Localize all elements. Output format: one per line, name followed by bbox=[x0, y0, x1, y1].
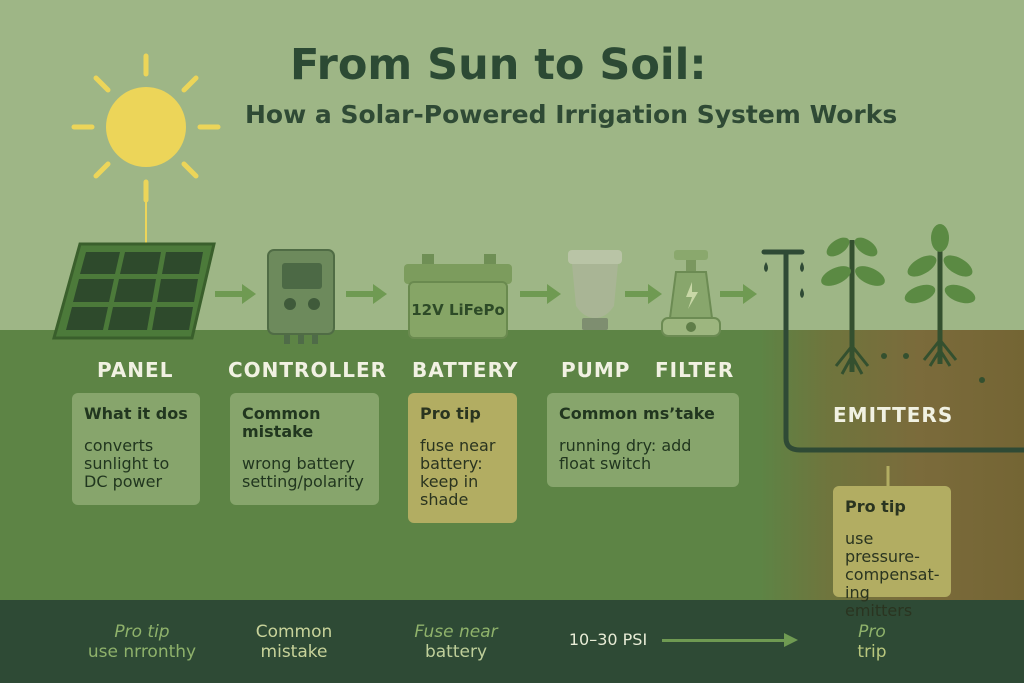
footer-bar bbox=[0, 600, 1024, 683]
plant-icon-right bbox=[904, 224, 976, 367]
card-controller-head: Common mistake bbox=[242, 404, 321, 441]
footer-item-3-top: Fuse near bbox=[414, 622, 498, 642]
flow-arrows bbox=[215, 284, 757, 304]
drip-line-icon bbox=[761, 249, 1024, 453]
footer-item-2-top: Common bbox=[255, 622, 333, 642]
battery-icon: 12V LiFePo bbox=[404, 254, 512, 339]
page-subtitle: How a Solar-Powered Irrigation System Wo… bbox=[245, 100, 898, 129]
card-controller: Common mistake wrong battery setting/pol… bbox=[230, 393, 379, 505]
card-battery-body: fuse near battery: keep in shade bbox=[420, 436, 496, 509]
footer-item-3-bottom: battery bbox=[424, 642, 488, 662]
footer-item-1: Pro tip use nrronthy bbox=[72, 622, 212, 662]
label-controller: CONTROLLER bbox=[228, 358, 388, 382]
card-emitters-head: Pro tip bbox=[845, 497, 906, 516]
card-battery-head: Pro tip bbox=[420, 404, 481, 423]
card-pump: Common ms’take running dry: add float sw… bbox=[547, 393, 739, 487]
card-pump-body: running dry: add float switch bbox=[559, 436, 692, 473]
sun-icon bbox=[71, 53, 221, 244]
arrow-battery-pump bbox=[520, 284, 561, 304]
card-emitters-body: use pressure-compensat-ing emitters bbox=[845, 529, 940, 620]
card-panel-head: What it dos bbox=[84, 404, 188, 423]
label-pump: PUMP bbox=[561, 358, 631, 382]
label-emitters: EMITTERS bbox=[833, 403, 954, 427]
footer-item-3: Fuse near battery bbox=[396, 622, 516, 662]
footer-item-1-bottom: use nrronthy bbox=[87, 642, 197, 662]
plant-icon-left bbox=[821, 237, 885, 375]
arrow-panel-controller bbox=[215, 284, 256, 304]
label-panel: PANEL bbox=[97, 358, 174, 382]
footer-arrow-icon bbox=[662, 633, 798, 647]
water-drops bbox=[764, 262, 804, 298]
arrow-pump-filter bbox=[625, 284, 662, 304]
footer-item-2: Common mistake bbox=[234, 622, 354, 662]
label-battery: BATTERY bbox=[412, 358, 519, 382]
page-title: From Sun to Soil: bbox=[290, 40, 707, 90]
card-panel-body: converts sunlight to DC power bbox=[84, 436, 170, 491]
card-controller-body: wrong battery setting/polarity bbox=[242, 454, 364, 491]
card-battery: Pro tip fuse near battery: keep in shade bbox=[408, 393, 517, 523]
arrow-filter-emitters bbox=[720, 284, 757, 304]
filter-icon bbox=[661, 250, 721, 337]
footer-item-2-bottom: mistake bbox=[260, 642, 328, 662]
footer-item-1-top: Pro tip bbox=[114, 622, 170, 642]
footer-item-5-top: Pro bbox=[858, 622, 886, 642]
label-filter: FILTER bbox=[655, 358, 735, 382]
controller-icon bbox=[267, 249, 335, 344]
footer-psi: 10–30 PSI bbox=[568, 630, 648, 649]
card-pump-head: Common ms’take bbox=[559, 404, 715, 423]
battery-text: 12V LiFePo bbox=[411, 301, 505, 319]
solar-panel-icon bbox=[52, 242, 216, 340]
card-panel: What it dos converts sunlight to DC powe… bbox=[72, 393, 200, 505]
footer-item-5-bottom: trip bbox=[857, 642, 887, 662]
footer-item-5: Pro trip bbox=[830, 622, 914, 662]
soil-dots bbox=[881, 353, 985, 383]
card-emitters: Pro tip use pressure-compensat-ing emitt… bbox=[833, 486, 951, 620]
arrow-controller-battery bbox=[346, 284, 387, 304]
pump-icon bbox=[568, 250, 622, 330]
